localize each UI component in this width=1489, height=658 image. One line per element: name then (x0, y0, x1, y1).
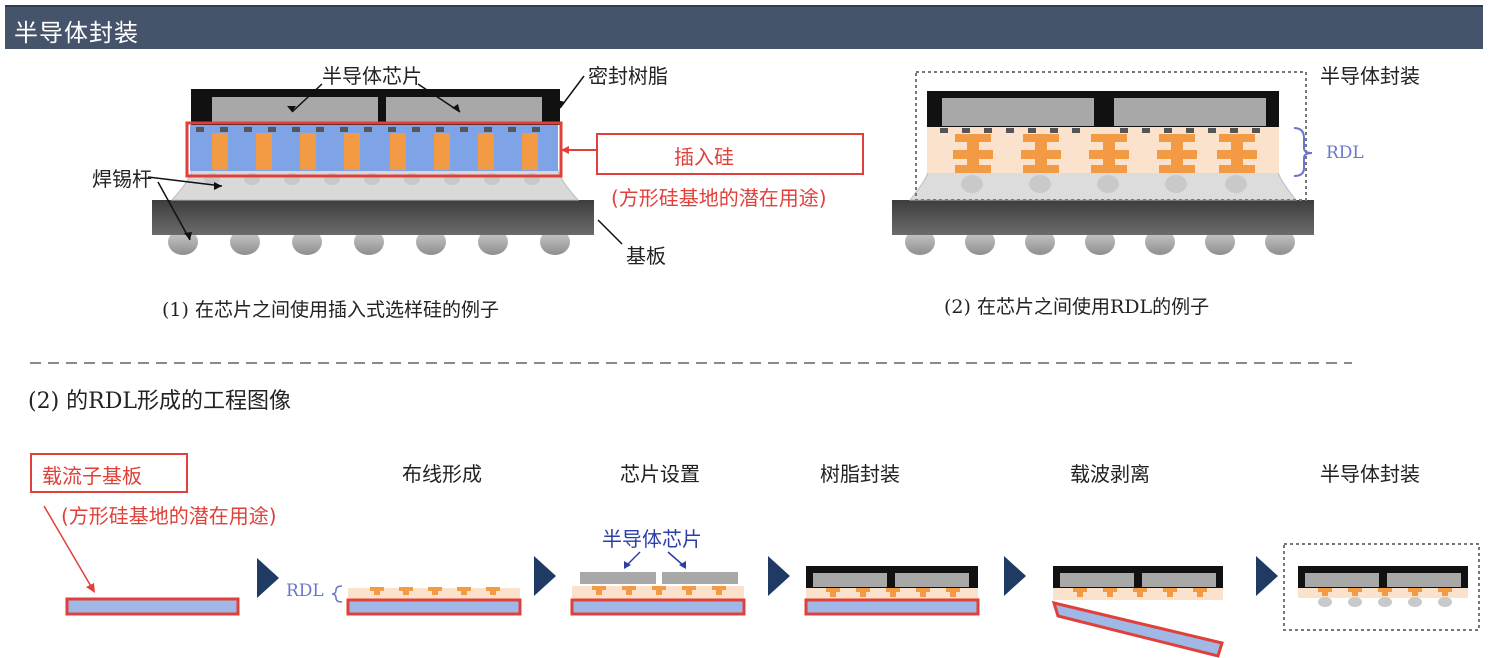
d1-label-chip: 半导体芯片 (322, 64, 422, 88)
p6-label-package: 半导体封装 (1320, 462, 1420, 486)
p1-label-carrier: 载流子基板 (42, 464, 142, 488)
header-bar: 半导体封装 (5, 5, 1483, 49)
d1-label-substrate: 基板 (626, 244, 666, 268)
p3-carrier (570, 598, 746, 616)
d2-chip-right (1114, 98, 1266, 126)
header-title: 半导体封装 (14, 19, 139, 47)
p5-label-carrier-release: 载波剥离 (1070, 462, 1150, 486)
p1-carrier (65, 597, 240, 616)
d2-solder-balls (905, 229, 1295, 255)
d1-caption: (1) 在芯片之间使用插入式选样硅的例子 (162, 299, 499, 321)
d1-substrate (152, 200, 594, 235)
d2-rdl-wiring (953, 134, 1257, 173)
flow-arrow-4 (1004, 556, 1026, 596)
process-title: (2) 的RDL形成的工程图像 (28, 389, 291, 414)
p1-carrier-callout: 载流子基板 (30, 453, 188, 493)
d1-tsv-columns (212, 133, 538, 170)
p4-carrier (804, 598, 980, 616)
d1-interposer (190, 125, 558, 171)
d1-chip-right (386, 97, 542, 124)
d1-solder-balls (168, 229, 570, 255)
d2-caption: (2) 在芯片之间使用RDL的例子 (944, 296, 1210, 318)
d2-rdl-bracket (1293, 127, 1313, 177)
flow-arrow-3 (768, 556, 790, 596)
p2-carrier (346, 598, 522, 616)
d2-label-rdl: RDL (1326, 143, 1364, 163)
d1-interposer-callout: 插入硅 (596, 133, 864, 175)
p3-label-chip: 半导体芯片 (602, 527, 702, 551)
d1-chip-left (212, 97, 378, 124)
flow-arrow-2 (534, 556, 556, 596)
d2-chip-left (942, 98, 1094, 126)
d1-label-solder: 焊锡杆 (92, 167, 152, 191)
d2-label-package: 半导体封装 (1320, 64, 1420, 88)
flow-arrow-5 (1256, 556, 1278, 596)
p2-label-rdl: RDL (286, 581, 324, 601)
d2-substrate (892, 200, 1314, 235)
p1-label-carrier-note: (方形硅基地的潜在用途) (61, 504, 277, 528)
d2-package-outline (915, 71, 1307, 201)
p3-label-chip-place: 芯片设置 (620, 462, 700, 486)
p6-package-outline (1283, 543, 1480, 631)
d1-label-interposer-note: (方形硅基地的潜在用途) (611, 186, 827, 210)
d1-label-resin: 密封树脂 (588, 64, 668, 88)
flow-arrow-1 (257, 558, 279, 598)
p2-label-wiring: 布线形成 (402, 462, 482, 486)
d1-label-interposer: 插入硅 (674, 145, 734, 169)
p5-carrier-peeled (1051, 600, 1224, 658)
p4-label-resin-seal: 树脂封装 (820, 462, 900, 486)
